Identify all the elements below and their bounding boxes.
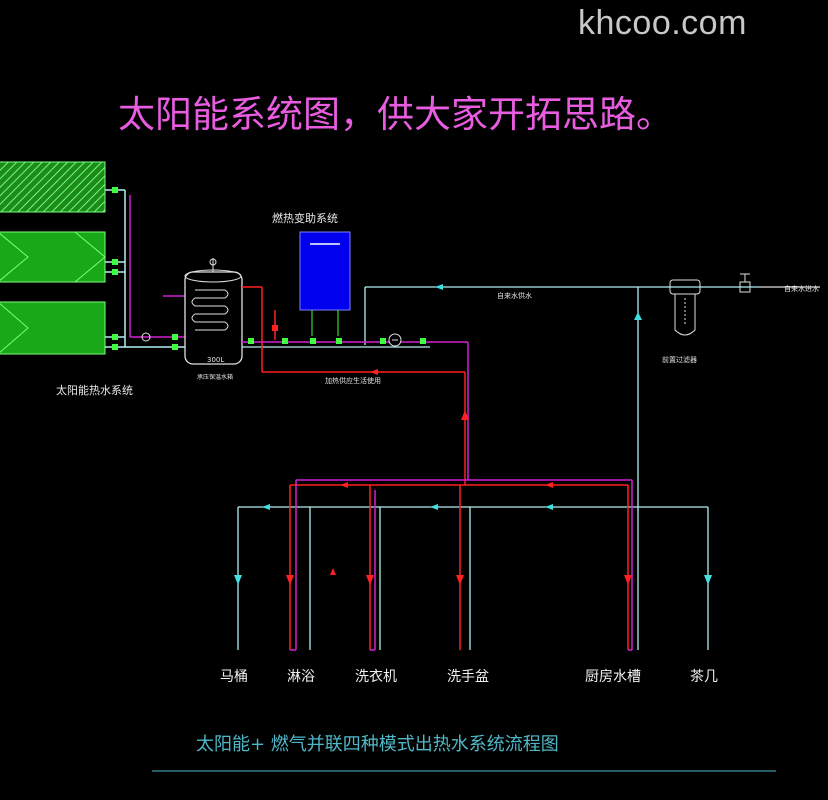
diagram-caption: 太阳能+ 燃气并联四种模式出热水系统流程图	[196, 734, 559, 755]
fixture-tea-table: 茶几	[690, 669, 718, 685]
tank-volume-label: 300L	[207, 356, 225, 364]
solar-panel-1	[0, 161, 106, 213]
tank-name-label: 承压保温水箱	[197, 374, 234, 381]
fixture-shower: 淋浴	[287, 669, 315, 685]
fixture-toilet: 马桶	[220, 669, 248, 685]
heated-supply-label: 加热供应生活使用	[325, 377, 381, 385]
heat-exchanger-coil	[191, 289, 229, 331]
fixture-kitchen-sink: 厨房水槽	[585, 669, 641, 685]
collector-piping	[105, 189, 185, 348]
watermark: khcoo.com	[578, 4, 747, 42]
circulation-pump	[388, 333, 402, 347]
flow-arrows-hot	[286, 369, 632, 585]
solar-system-label: 太阳能热水系统	[56, 384, 133, 397]
tap-water-supply-label: 自来水供水	[497, 292, 532, 300]
pre-filter	[669, 279, 701, 336]
fixture-washbasin: 洗手盆	[447, 669, 489, 685]
solar-collectors	[0, 161, 106, 355]
solar-panel-3	[0, 301, 106, 355]
pre-filter-label: 前置过滤器	[662, 356, 697, 364]
circulation-return	[242, 341, 633, 651]
collector-valves	[112, 187, 178, 350]
tap-water-inlet-label: 自来水进水	[784, 285, 819, 293]
gas-system-label: 燃热变助系统	[272, 212, 338, 225]
inlet-valve	[739, 273, 751, 293]
solar-panel-2	[0, 231, 106, 283]
storage-tank	[184, 258, 243, 365]
gas-boiler	[299, 231, 351, 336]
flow-arrows-cold	[234, 284, 712, 585]
inline-valves	[248, 325, 426, 344]
headline: 太阳能系统图，供大家开拓思路。	[118, 93, 673, 136]
fixture-washing-machine: 洗衣机	[355, 669, 397, 685]
